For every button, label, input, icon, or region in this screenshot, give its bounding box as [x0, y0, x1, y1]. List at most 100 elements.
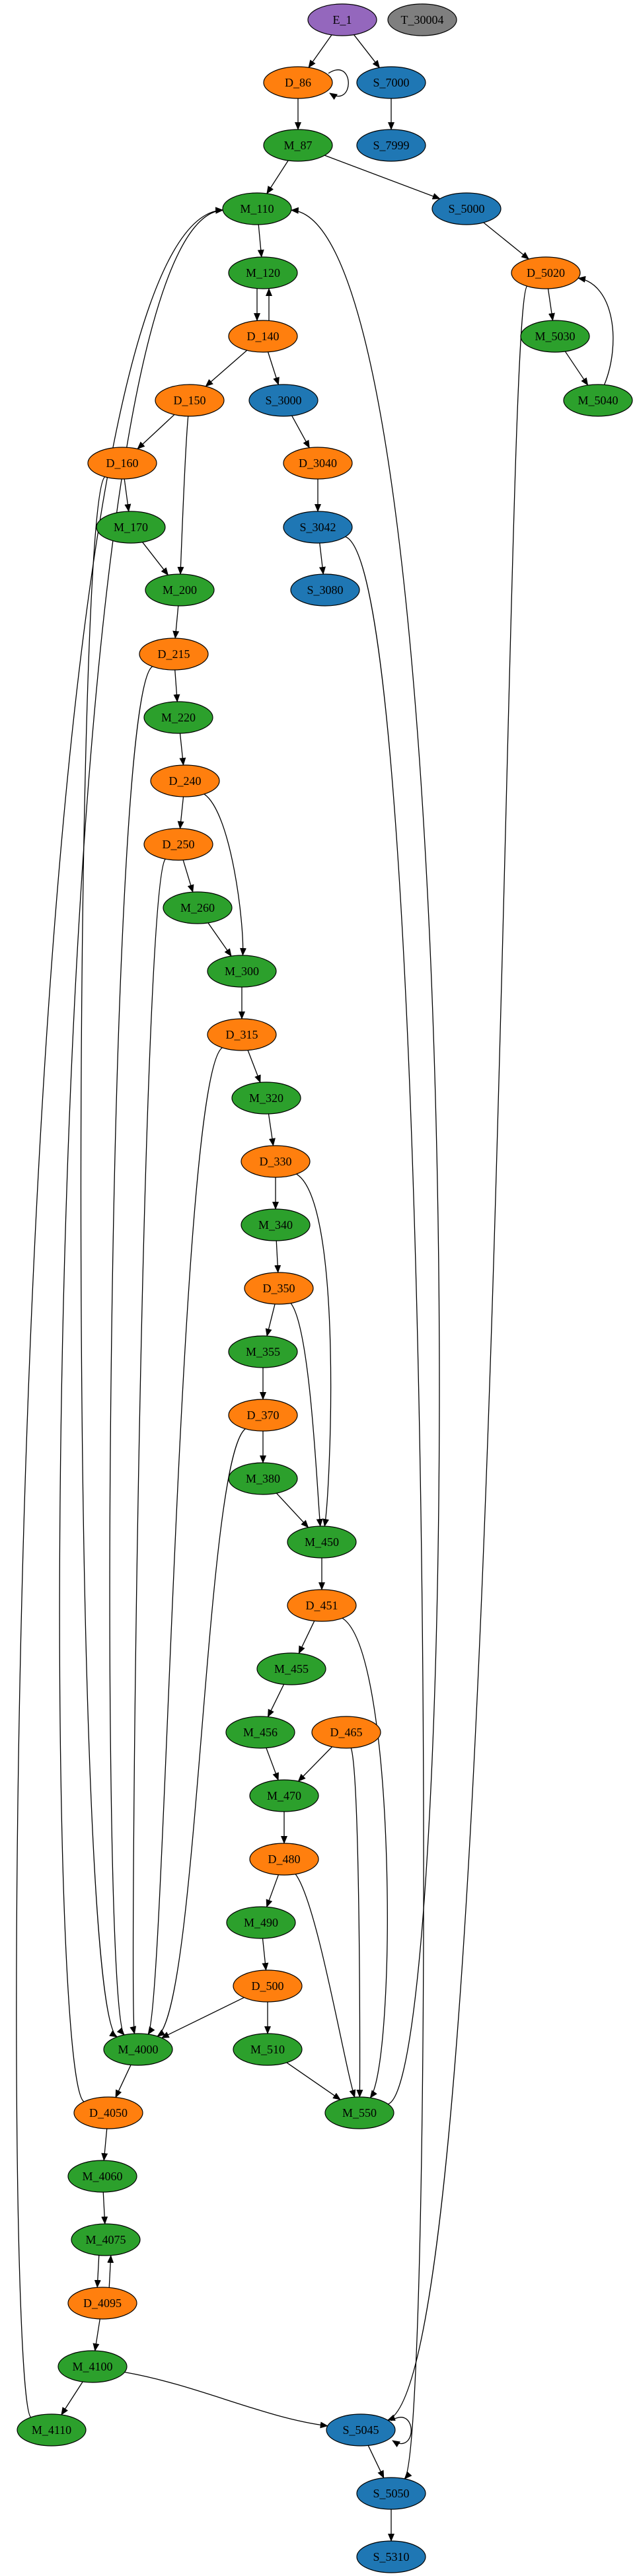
- node-m-200: M_200: [145, 573, 215, 607]
- node-label: S_3000: [265, 394, 301, 407]
- node-d-5020: D_5020: [511, 256, 581, 289]
- node-d-250: D_250: [143, 828, 213, 861]
- edge-S_5000-to-D_5020: [483, 222, 529, 260]
- edge-D_315-to-M_320: [247, 1050, 261, 1084]
- node-shape: [563, 384, 633, 417]
- node-label: S_3080: [307, 583, 343, 597]
- node-shape: [283, 447, 353, 480]
- node-shape: [248, 384, 318, 417]
- edge-M_380-to-M_450: [276, 1492, 309, 1528]
- edge-D_480-to-M_550: [295, 1874, 356, 2098]
- node-m-450: M_450: [287, 1526, 357, 1559]
- node-label: M_456: [243, 1726, 278, 1739]
- node-shape: [356, 129, 426, 162]
- node-shape: [87, 447, 157, 480]
- edge-D_4050-to-M_110: [59, 207, 224, 2102]
- node-label: M_4000: [118, 2043, 158, 2056]
- node-t-30004: T_30004: [387, 3, 457, 36]
- node-label: D_451: [306, 1599, 338, 1612]
- node-shape: [225, 1716, 295, 1749]
- node-shape: [228, 1335, 298, 1368]
- edge-D_160-to-M_170: [124, 478, 131, 513]
- node-label: D_3040: [299, 457, 337, 470]
- node-shape: [233, 2033, 303, 2066]
- edge-M_550-to-M_110: [290, 207, 440, 2105]
- edge-M_4100-to-M_4110: [61, 2381, 83, 2415]
- node-m-110: M_110: [222, 192, 292, 225]
- node-m-87: M_87: [263, 129, 333, 162]
- node-m-4060: M_4060: [67, 2160, 137, 2193]
- node-shape: [326, 2413, 396, 2447]
- node-m-260: M_260: [163, 891, 233, 924]
- node-m-170: M_170: [96, 511, 166, 544]
- edge-D_315-to-M_4000: [147, 1047, 223, 2035]
- edge-M_455-to-M_456: [267, 1684, 285, 1718]
- node-label: D_86: [285, 76, 311, 89]
- node-label: M_5030: [535, 330, 575, 343]
- edge-D_215-to-M_4000: [109, 666, 153, 2036]
- node-label: S_5000: [448, 202, 484, 215]
- node-shape: [511, 256, 581, 289]
- node-shape: [228, 1462, 298, 1495]
- edges-layer: [16, 34, 614, 2542]
- node-d-500: D_500: [233, 1969, 303, 2003]
- edge-S_5045-to-S_5050: [367, 2445, 385, 2479]
- node-d-4050: D_4050: [73, 2096, 143, 2129]
- edge-M_87-to-S_5000: [324, 155, 441, 200]
- node-m-470: M_470: [249, 1779, 319, 1812]
- edge-M_5040-to-D_5020: [578, 276, 614, 385]
- node-label: M_550: [342, 2106, 377, 2119]
- node-label: D_465: [330, 1726, 363, 1739]
- edge-D_215-to-M_220: [173, 669, 180, 703]
- node-label: M_490: [244, 1916, 278, 1929]
- node-shape: [283, 511, 353, 544]
- edge-D_4050-to-M_4060: [101, 2128, 108, 2162]
- node-label: M_4060: [82, 2170, 122, 2183]
- node-label: D_5020: [527, 266, 565, 279]
- edge-E_1-to-S_7000: [354, 34, 381, 69]
- node-d-240: D_240: [150, 764, 220, 797]
- node-m-5040: M_5040: [563, 384, 633, 417]
- node-m-4100: M_4100: [57, 2350, 128, 2383]
- edge-D_240-to-M_300: [204, 793, 246, 957]
- node-shape: [145, 573, 215, 607]
- node-label: D_150: [174, 394, 206, 407]
- edge-D_465-to-M_470: [297, 1746, 333, 1782]
- node-label: S_3042: [299, 521, 336, 534]
- node-shape: [290, 573, 360, 607]
- node-shape: [287, 1589, 357, 1622]
- node-shape: [249, 1843, 319, 1876]
- node-label: M_340: [258, 1218, 293, 1232]
- node-d-4095: D_4095: [67, 2287, 137, 2320]
- node-d-140: D_140: [228, 320, 298, 353]
- node-label: D_330: [260, 1155, 292, 1168]
- node-label: M_300: [225, 965, 259, 978]
- node-shape: [228, 1399, 298, 1432]
- node-shape: [73, 2096, 143, 2129]
- node-label: D_250: [163, 838, 195, 851]
- edge-E_1-to-D_86: [308, 34, 332, 68]
- edge-M_220-to-D_240: [179, 733, 186, 766]
- node-shape: [96, 511, 166, 544]
- edge-M_110-to-M_120: [257, 224, 264, 258]
- node-label: M_4110: [32, 2423, 71, 2437]
- edge-D_5020-to-M_5030: [547, 288, 555, 322]
- edge-D_350-to-M_355: [265, 1304, 276, 1337]
- edge-D_4095-to-M_4075: [107, 2254, 114, 2288]
- node-shape: [67, 2287, 137, 2320]
- node-shape: [150, 764, 220, 797]
- node-s-5310: S_5310: [356, 2540, 426, 2573]
- edge-M_4060-to-M_4075: [101, 2191, 108, 2225]
- node-m-5030: M_5030: [520, 320, 590, 353]
- node-label: D_500: [252, 1979, 284, 1993]
- node-d-315: D_315: [207, 1018, 277, 1051]
- edge-D_140-to-D_150: [205, 350, 248, 387]
- node-label: D_350: [263, 1282, 295, 1295]
- edge-D_150-to-D_160: [137, 414, 175, 450]
- node-d-86: D_86: [263, 66, 333, 99]
- node-shape: [356, 2540, 426, 2573]
- node-shape: [143, 828, 213, 861]
- node-label: M_120: [246, 266, 280, 279]
- node-d-465: D_465: [311, 1716, 381, 1749]
- node-e-1: E_1: [307, 3, 377, 36]
